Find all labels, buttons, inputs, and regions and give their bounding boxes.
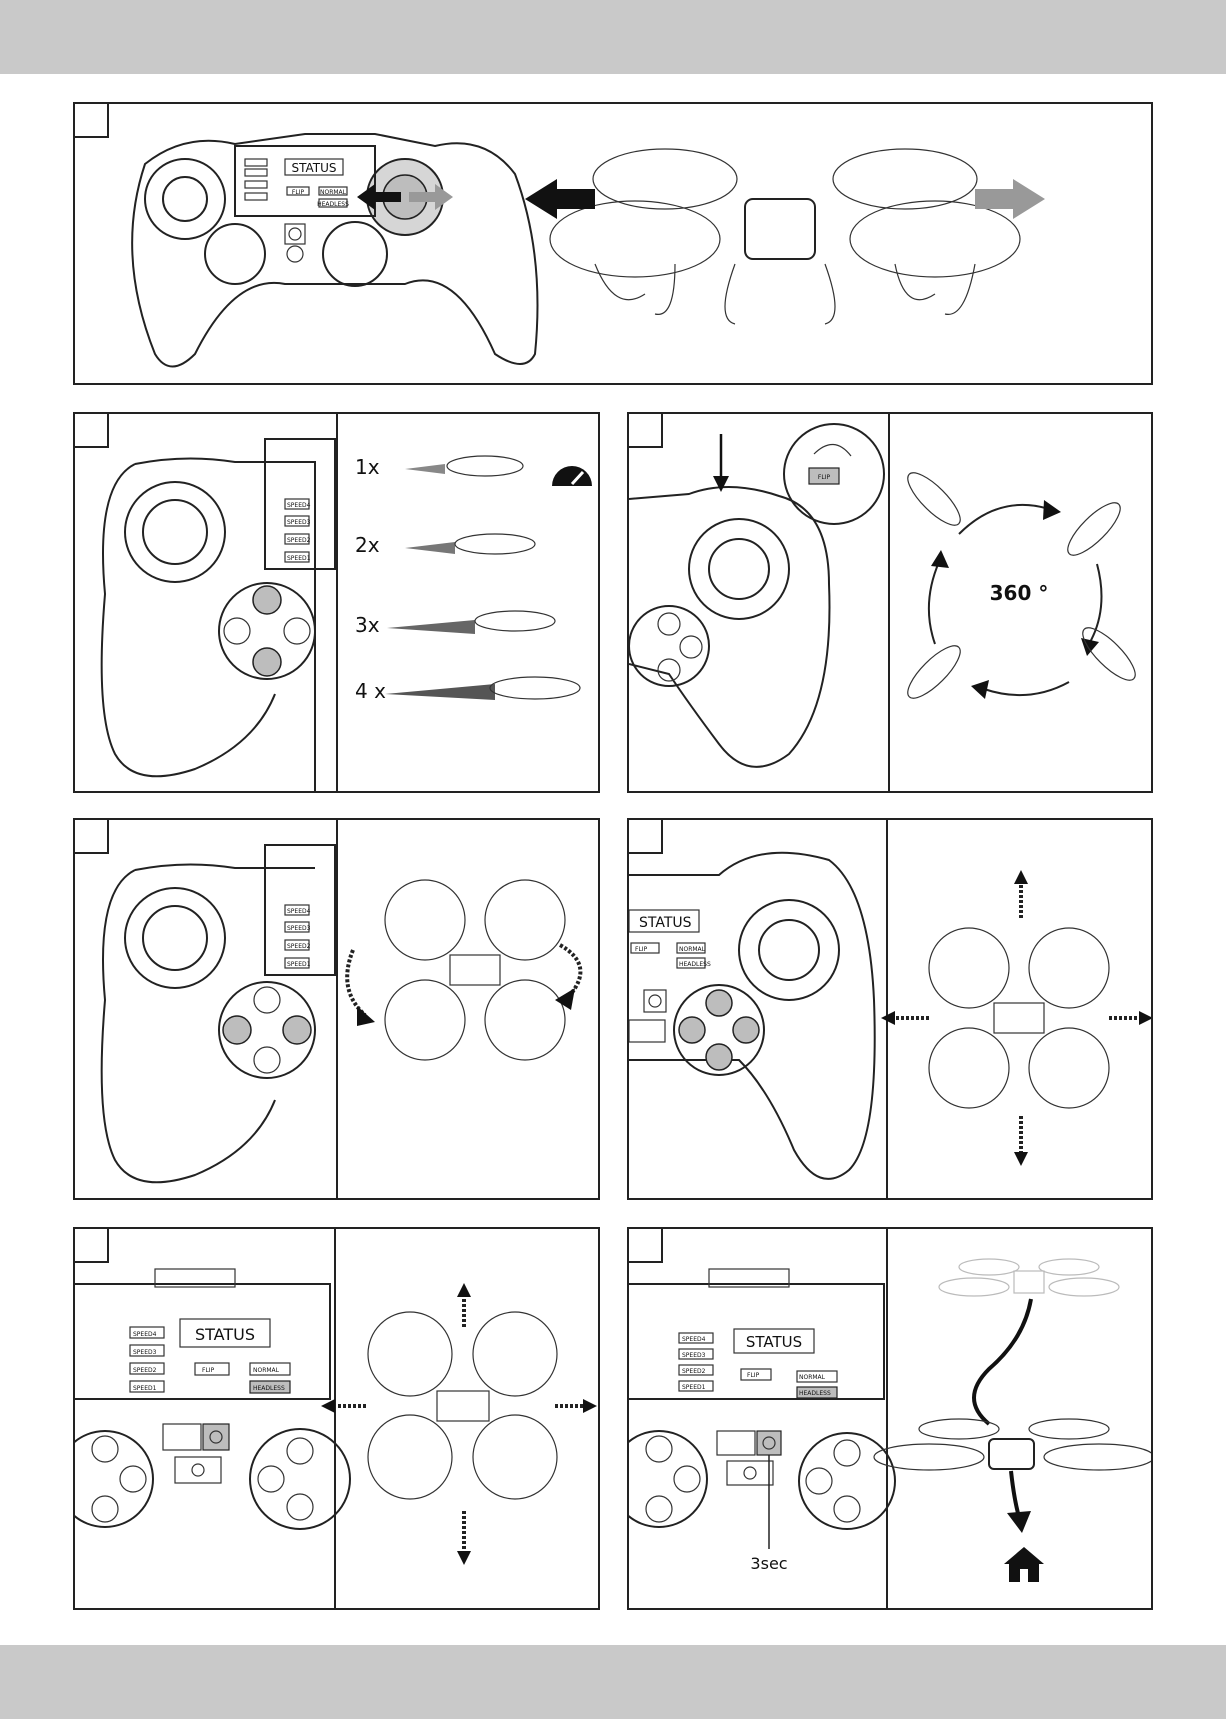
directional-illustration: STATUS FLIP NORMAL HEADLESS (629, 820, 1153, 1200)
speed4-label: SPEED4 (682, 1336, 706, 1343)
rotation-label: 360 ° (990, 581, 1049, 605)
speed-step-4x: 4 x (355, 679, 386, 703)
status-label: STATUS (291, 161, 336, 175)
headless-illustration: STATUS SPEED4 SPEED3 SPEED2 SPEED1 FLIP … (75, 1229, 600, 1610)
speed-step-2x: 2x (355, 533, 380, 557)
normal-label: NORMAL (799, 1374, 826, 1381)
speed2-label: SPEED2 (287, 943, 311, 950)
status-label: STATUS (195, 1325, 255, 1344)
headless-label: HEADLESS (317, 201, 349, 208)
top-grey-band (0, 0, 1226, 74)
speed1-label: SPEED1 (682, 1384, 706, 1391)
status-label: STATUS (746, 1333, 802, 1351)
speed4-label: SPEED4 (287, 502, 311, 509)
speed-step-1x: 1x (355, 455, 380, 479)
flip-label: FLIP (202, 1367, 215, 1374)
normal-label: NORMAL (253, 1367, 280, 1374)
home-icon (1004, 1547, 1044, 1582)
speed2-label: SPEED2 (682, 1368, 706, 1375)
normal-label: NORMAL (320, 189, 347, 196)
step-number-box (73, 818, 109, 854)
speed-step-3x: 3x (355, 613, 380, 637)
return-home-illustration: STATUS SPEED4 SPEED3 SPEED2 SPEED1 FLIP … (629, 1229, 1153, 1610)
flip-label: FLIP (747, 1372, 760, 1379)
headless-label: HEADLESS (679, 961, 711, 968)
panel-directional: STATUS FLIP NORMAL HEADLESS (627, 818, 1153, 1200)
panel-lateral-movement: STATUS FLIP NORMAL HEADLESS (73, 102, 1153, 385)
step-number-box (627, 412, 663, 448)
step-number-box (627, 1227, 663, 1263)
hold-duration-label: 3sec (750, 1554, 787, 1573)
lateral-illustration: STATUS FLIP NORMAL HEADLESS (75, 104, 1153, 385)
speed4-label: SPEED4 (287, 908, 311, 915)
step-number-box (73, 1227, 109, 1263)
headless-label: HEADLESS (253, 1385, 285, 1392)
step-number-box (73, 102, 109, 138)
speed2-label: SPEED2 (133, 1367, 157, 1374)
panel-headless: STATUS SPEED4 SPEED3 SPEED2 SPEED1 FLIP … (73, 1227, 600, 1610)
flip-button-label: FLIP (818, 474, 831, 481)
headless-label: HEADLESS (799, 1390, 831, 1397)
flip-label: FLIP (635, 946, 648, 953)
speed3-label: SPEED3 (133, 1349, 157, 1356)
speed2-label: SPEED2 (287, 537, 311, 544)
speed1-label: SPEED1 (287, 555, 311, 562)
speed3-label: SPEED3 (287, 925, 311, 932)
panel-flip: FLIP 360 ° (627, 412, 1153, 793)
panel-return-home: STATUS SPEED4 SPEED3 SPEED2 SPEED1 FLIP … (627, 1227, 1153, 1610)
speed3-label: SPEED3 (682, 1352, 706, 1359)
rotate-illustration: SPEED4 SPEED3 SPEED2 SPEED1 (75, 820, 600, 1200)
status-label: STATUS (639, 915, 692, 931)
panel-speed: SPEED4 SPEED3 SPEED2 SPEED1 1x 2x 3x 4 x (73, 412, 600, 793)
step-number-box (627, 818, 663, 854)
panel-rotate: SPEED4 SPEED3 SPEED2 SPEED1 (73, 818, 600, 1200)
speed3-label: SPEED3 (287, 519, 311, 526)
step-number-box (73, 412, 109, 448)
flip-illustration: FLIP 360 ° (629, 414, 1153, 793)
speed1-label: SPEED1 (287, 961, 311, 968)
bottom-grey-band (0, 1645, 1226, 1719)
speedometer-icon (552, 466, 592, 486)
speed1-label: SPEED1 (133, 1385, 157, 1392)
speed-illustration: SPEED4 SPEED3 SPEED2 SPEED1 1x 2x 3x 4 x (75, 414, 600, 793)
normal-label: NORMAL (679, 946, 706, 953)
flip-label: FLIP (292, 189, 305, 196)
speed4-label: SPEED4 (133, 1331, 157, 1338)
